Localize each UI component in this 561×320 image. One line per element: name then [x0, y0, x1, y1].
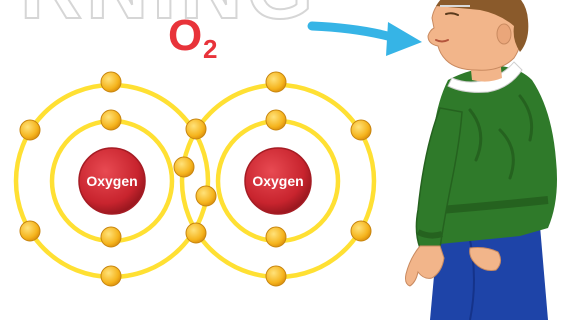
electron-12	[185, 222, 207, 244]
pants	[430, 226, 548, 320]
arrow-right-icon	[307, 21, 422, 56]
electron-5	[185, 118, 207, 140]
electron-8	[173, 156, 195, 178]
electron-13	[265, 226, 287, 248]
formula-label: O 2	[168, 11, 217, 64]
electron-4	[100, 109, 122, 131]
electrons	[19, 71, 372, 287]
breathing-boy-illustration	[405, 0, 557, 320]
hand	[405, 245, 445, 287]
oxygen-atom-left: Oxygen	[78, 147, 146, 215]
oxygen-atom-right: Oxygen	[244, 147, 312, 215]
electron-16	[265, 265, 287, 287]
nucleus-label-left: Oxygen	[86, 173, 137, 189]
hair	[436, 0, 529, 52]
electron-1	[100, 71, 122, 93]
nucleus-label-right: Oxygen	[252, 173, 303, 189]
ear	[496, 23, 512, 45]
nucleus-right	[244, 147, 312, 215]
nucleus-left	[78, 147, 146, 215]
electron-10	[19, 220, 41, 242]
formula-subscript: 2	[203, 34, 217, 64]
formula-element: O	[168, 11, 202, 60]
electron-14	[350, 220, 372, 242]
head	[427, 0, 523, 71]
electron-6	[265, 109, 287, 131]
electron-3	[19, 119, 41, 141]
watermark-text: RNING	[20, 0, 317, 37]
hand-right	[469, 247, 502, 271]
watermark: RNING	[19, 0, 317, 38]
electron-2	[265, 71, 287, 93]
electron-11	[100, 226, 122, 248]
electron-7	[350, 119, 372, 141]
electron-15	[100, 265, 122, 287]
orbit-rings	[13, 82, 377, 280]
electron-9	[195, 185, 217, 207]
